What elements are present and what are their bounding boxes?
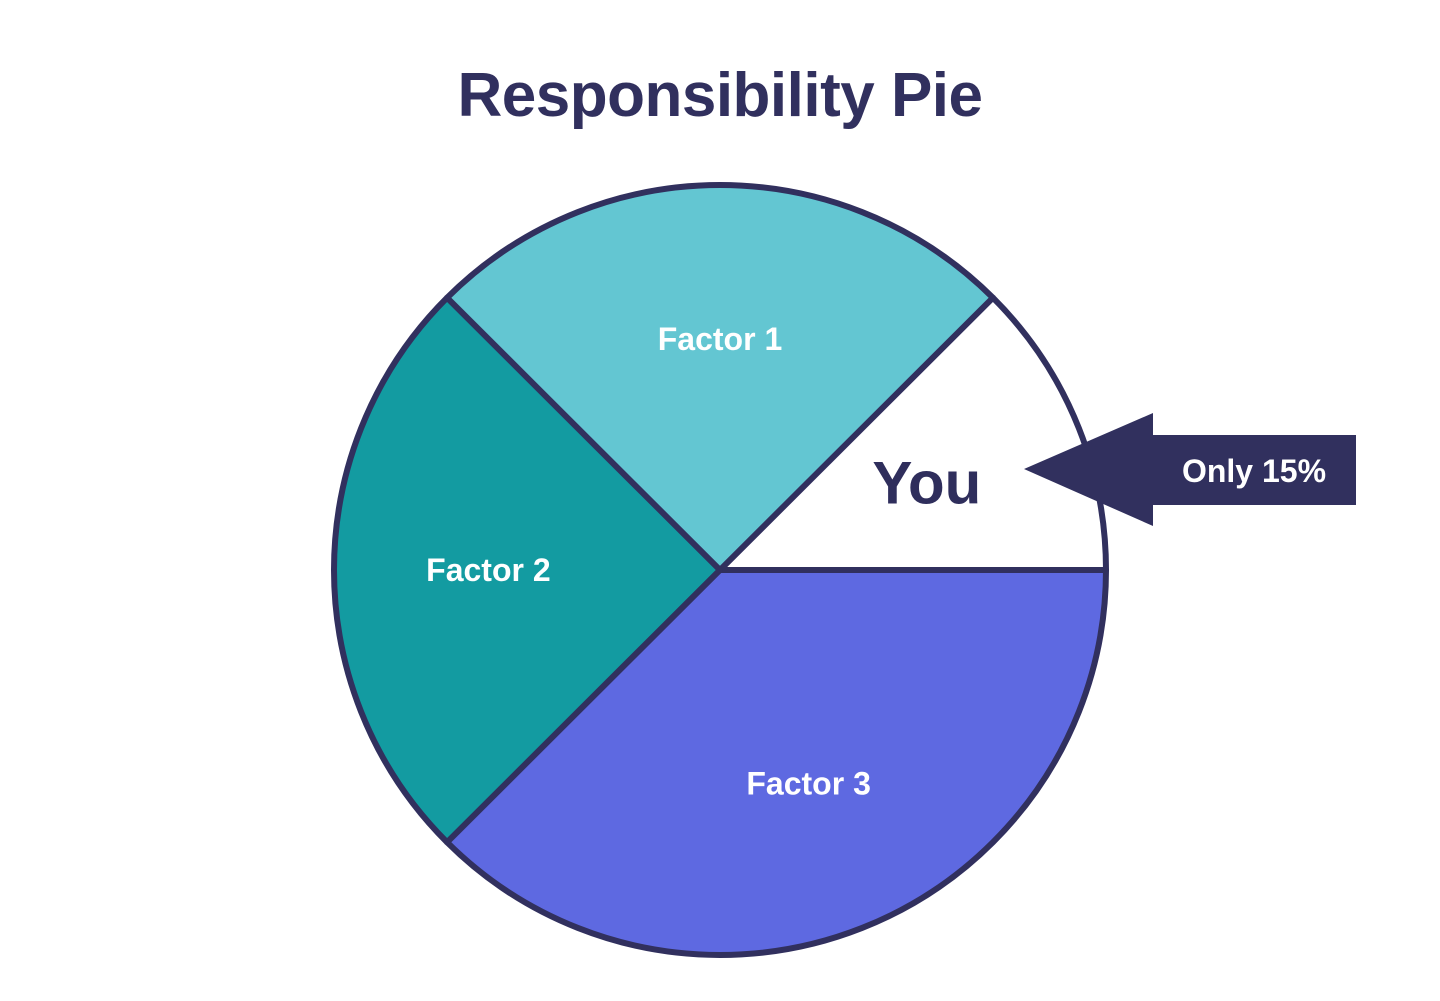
callout-text: Only 15% (1182, 453, 1326, 489)
slice-divider (717, 294, 996, 573)
pie-slices (334, 185, 1107, 955)
slice-label-factor-2: Factor 2 (426, 552, 550, 588)
pie-slice-factor-1 (447, 185, 993, 571)
callout-arrow: Only 15% (1024, 413, 1356, 526)
pie-slice-factor-2 (334, 297, 720, 843)
slice-dividers (444, 294, 1109, 846)
slice-labels: You Factor 1 Factor 2 Factor 3 (426, 321, 981, 801)
slice-label-you: You (872, 450, 981, 517)
pie-outline (331, 182, 1109, 958)
slice-label-factor-3: Factor 3 (746, 765, 870, 801)
pie-slice-factor-3 (447, 570, 1107, 955)
chart-title: Responsibility Pie (457, 61, 983, 130)
callout-arrow-shape (1024, 413, 1356, 526)
slice-divider (444, 294, 723, 573)
slice-divider (444, 567, 723, 846)
pie-slice-you (720, 297, 1106, 570)
slice-label-factor-1: Factor 1 (658, 321, 782, 357)
